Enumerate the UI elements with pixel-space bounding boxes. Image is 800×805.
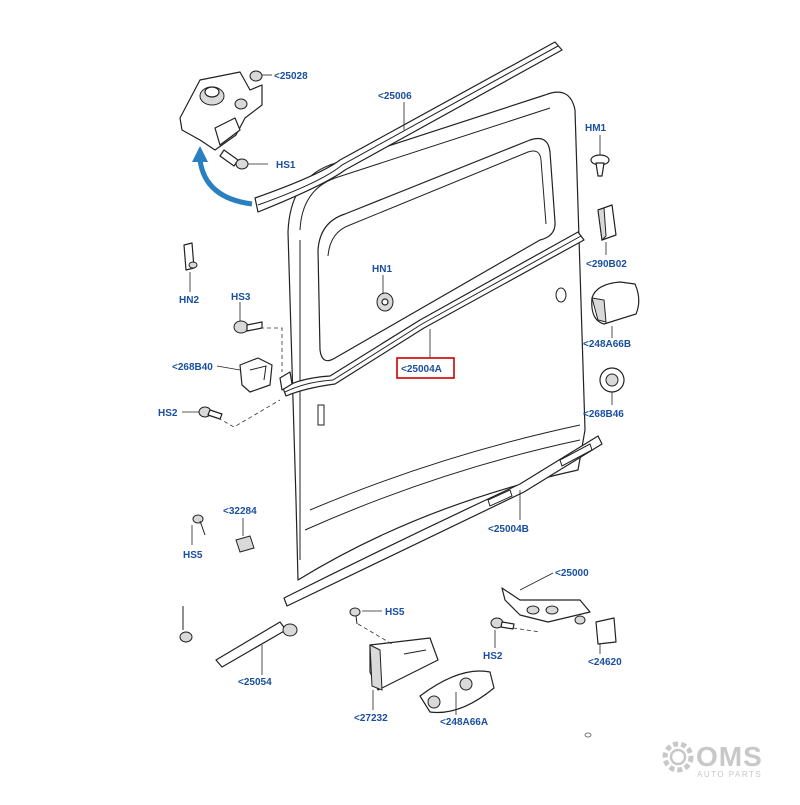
catch-27232	[369, 637, 439, 691]
bolt-hs3	[233, 320, 263, 334]
hinge-bracket-25028	[179, 70, 263, 151]
link-25054	[179, 606, 298, 668]
logo-text: OMS	[696, 741, 763, 772]
label-32284[interactable]: <32284	[223, 506, 257, 517]
lower-arm-25000	[501, 587, 591, 625]
label-hs2-left[interactable]: HS2	[158, 408, 178, 419]
label-hs1[interactable]: HS1	[276, 160, 296, 171]
label-290b02[interactable]: <290B02	[586, 259, 627, 270]
label-hn1[interactable]: HN1	[372, 264, 392, 275]
plate-24620	[595, 617, 617, 645]
leader-lines	[182, 74, 613, 715]
center-rail-25004a	[279, 231, 585, 397]
clip-hn2	[183, 242, 198, 271]
plate-248a66a	[419, 670, 495, 714]
label-hs5-left[interactable]: HS5	[183, 550, 203, 561]
label-hs3[interactable]: HS3	[231, 292, 251, 303]
bolt-hs1	[219, 149, 249, 170]
bracket-290b02	[597, 204, 617, 242]
label-25000[interactable]: <25000	[555, 568, 589, 579]
label-27232[interactable]: <27232	[354, 713, 388, 724]
label-268b40[interactable]: <268B40	[172, 362, 213, 373]
label-25006[interactable]: <25006	[378, 91, 412, 102]
bolt-hs2-right	[490, 617, 515, 630]
gear-icon	[662, 741, 694, 773]
logo-subtext: AUTO PARTS	[697, 770, 762, 779]
direction-arrow-head	[192, 146, 208, 162]
upper-rail-25006	[254, 41, 563, 213]
label-hn2[interactable]: HN2	[179, 295, 199, 306]
bolt-hs5-right	[349, 607, 361, 625]
oms-logo: OMS AUTO PARTS	[662, 741, 763, 779]
highlight-box	[396, 357, 455, 379]
bracket-268b40	[239, 357, 273, 393]
nut-hn1	[376, 292, 394, 312]
label-25028[interactable]: <25028	[274, 71, 308, 82]
label-25004b[interactable]: <25004B	[488, 524, 529, 535]
label-268b46[interactable]: <268B46	[583, 409, 624, 420]
label-hs2-right[interactable]: HS2	[483, 651, 503, 662]
label-248a66a[interactable]: <248A66A	[440, 717, 488, 728]
roller-268b46	[599, 367, 625, 393]
bolt-hs2-left	[198, 406, 223, 420]
label-248a66b[interactable]: <248A66B	[583, 339, 631, 350]
label-25004a[interactable]: <25004A	[401, 364, 442, 375]
corner-marker	[584, 732, 592, 738]
label-hs5-right[interactable]: HS5	[385, 607, 405, 618]
label-25054[interactable]: <25054	[238, 677, 272, 688]
direction-arrow	[197, 159, 253, 207]
label-24620[interactable]: <24620	[588, 657, 622, 668]
bumper-248a66b	[591, 281, 640, 325]
cap-32284	[235, 535, 255, 553]
clip-hm1	[590, 154, 610, 177]
label-hm1[interactable]: HM1	[585, 123, 607, 134]
lower-rail-25004b	[283, 435, 603, 607]
bolt-hs5-left	[192, 514, 206, 536]
